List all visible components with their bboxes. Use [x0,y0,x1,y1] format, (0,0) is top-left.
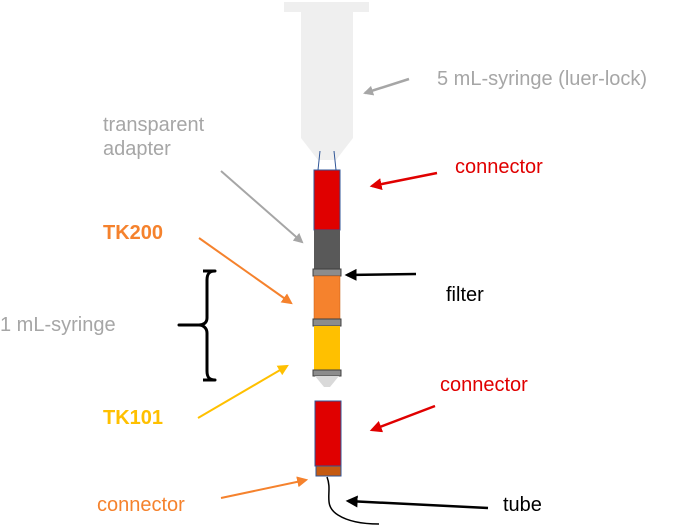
connector-top-block [313,169,341,231]
label-transparent-adapter-line1: transparent [103,114,205,136]
label-transparent-adapter: transparent adapter [103,113,204,161]
syringe-tip [301,138,353,160]
arrow-connector-middle [369,404,436,433]
label-tk101: TK101 [103,407,164,429]
arrow-tube [345,495,489,510]
syringe-barrel [301,10,353,138]
connector-middle-block [314,400,342,467]
label-connector-middle: connector [440,374,528,396]
label-connector-top: connector [455,156,543,178]
label-tube: tube [503,494,542,516]
arrow-transparent-adapter [220,170,304,244]
syringe-flange [284,2,369,12]
label-transparent-adapter-line2: adapter [103,138,171,160]
syringe-5ml [284,2,369,160]
label-syringe-1ml: 1 mL-syringe [0,314,116,336]
filter-disc-top [312,268,342,277]
tube-line [326,476,380,525]
arrow-tk200 [198,237,293,305]
arrow-syringe-5ml [363,77,410,96]
syringe-1ml-bracket [177,269,217,382]
arrow-connector-top [369,171,438,191]
label-filter: filter [446,284,484,306]
tk200-resin-block [313,275,341,320]
tk101-resin-block [314,326,340,370]
arrow-connector-bottom [220,476,309,499]
connector-bottom-block [315,465,342,477]
label-tk200: TK200 [103,222,164,244]
transparent-adapter [317,150,337,171]
adapter-dark-block [314,230,340,269]
label-connector-bottom: connector [97,494,185,516]
filter-disc-bottom [312,369,342,377]
label-syringe-5ml: 5 mL-syringe (luer-lock) [437,68,648,90]
syringe-1ml-tip [315,376,339,387]
arrow-filter [344,268,417,281]
filter-disc-middle [312,318,342,327]
arrow-tk101 [197,364,289,419]
